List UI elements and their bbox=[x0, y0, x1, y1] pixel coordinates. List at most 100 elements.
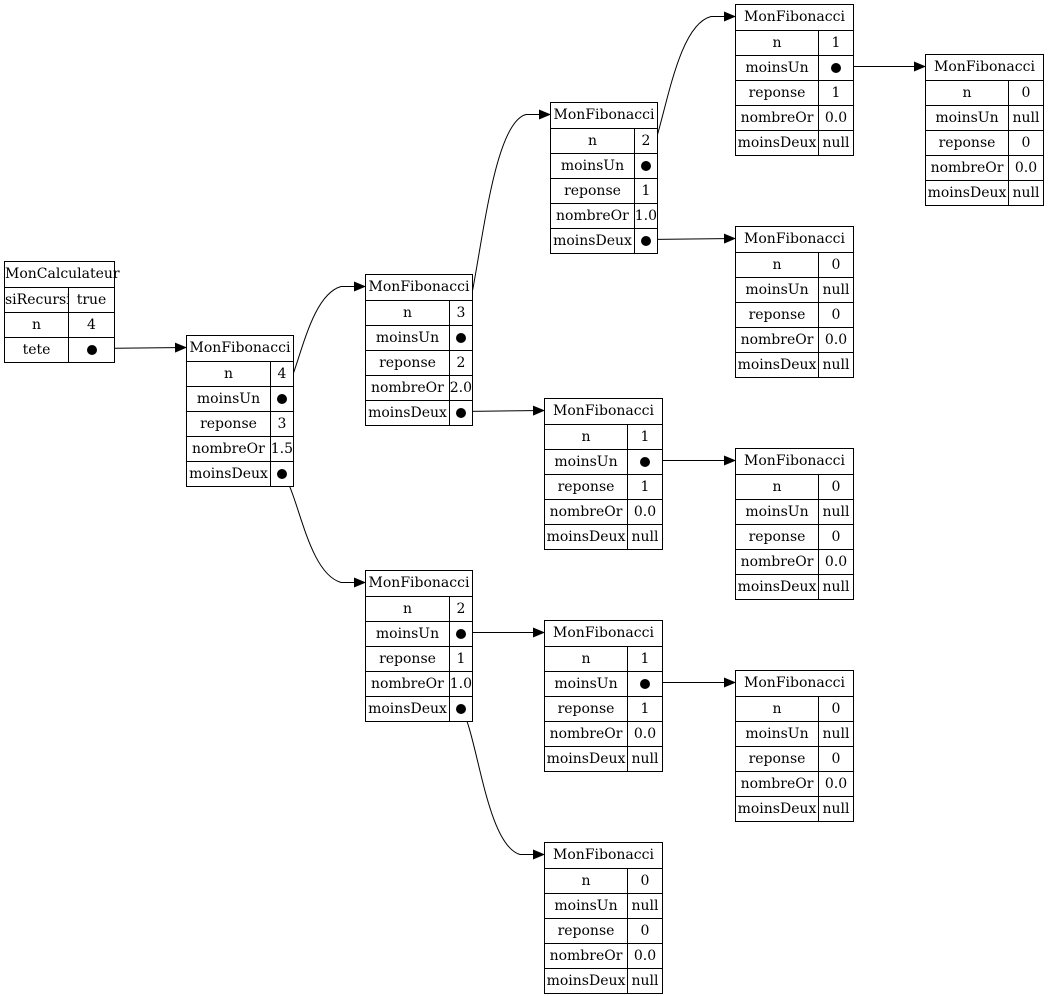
field-label: nombreOr bbox=[187, 437, 271, 461]
field-label: n bbox=[736, 475, 819, 499]
reference-arrow bbox=[460, 109, 551, 337]
field-label: n bbox=[545, 425, 628, 449]
field-label: nombreOr bbox=[736, 328, 819, 352]
pointer-dot-icon bbox=[831, 63, 841, 73]
field-label: moinsUn bbox=[187, 387, 271, 411]
field-label: reponse bbox=[736, 525, 819, 549]
reference-port bbox=[628, 450, 662, 474]
field-value: 0 bbox=[831, 529, 841, 545]
pointer-dot-icon bbox=[456, 704, 466, 714]
node-title: MonFibonacci bbox=[553, 625, 654, 641]
field-label: siRecursif bbox=[5, 288, 69, 312]
field-label: n bbox=[366, 597, 450, 621]
field-row-moinsdeux: moinsDeux bbox=[187, 461, 293, 486]
field-value: 1.5 bbox=[270, 441, 293, 457]
node-title: MonFibonacci bbox=[744, 453, 845, 469]
field-label: n bbox=[736, 697, 819, 721]
field-label: reponse bbox=[545, 475, 628, 499]
field-row-moinsdeux: moinsDeux bbox=[551, 228, 657, 253]
pointer-dot-icon bbox=[86, 345, 97, 355]
pointer-dot-icon bbox=[456, 333, 466, 343]
field-label: moinsUn bbox=[545, 672, 628, 696]
field-label: nombreOr bbox=[366, 376, 450, 400]
reference-port bbox=[819, 56, 853, 80]
field-value: null bbox=[631, 751, 659, 767]
field-value: 0 bbox=[831, 751, 841, 767]
field-row-nombreor: nombreOr 0.0 bbox=[545, 499, 662, 524]
field-row-tete: tete bbox=[5, 337, 114, 362]
field-label: reponse bbox=[187, 412, 271, 436]
field-value: 0.0 bbox=[824, 554, 848, 570]
field-value: 1 bbox=[640, 429, 650, 445]
node-title: MonFibonacci bbox=[553, 847, 654, 863]
field-label: moinsUn bbox=[736, 722, 819, 746]
field-value: 2 bbox=[641, 133, 651, 149]
field-value: 0 bbox=[831, 257, 841, 273]
field-value: 1 bbox=[640, 651, 650, 667]
field-label: moinsUn bbox=[736, 56, 819, 80]
field-label: moinsDeux bbox=[366, 401, 450, 425]
field-value: 0 bbox=[831, 701, 841, 717]
field-label: moinsDeux bbox=[366, 697, 450, 721]
pointer-dot-icon bbox=[640, 679, 650, 689]
field-value: null bbox=[631, 529, 659, 545]
field-label: nombreOr bbox=[551, 204, 635, 228]
field-label: n bbox=[736, 31, 819, 55]
field-row-moinsdeux: moinsDeux bbox=[366, 400, 472, 425]
reference-port bbox=[69, 338, 114, 362]
field-value: 1 bbox=[831, 85, 841, 101]
field-value: 0 bbox=[831, 307, 841, 323]
field-row-reponse: reponse 3 bbox=[187, 411, 293, 436]
field-label: nombreOr bbox=[736, 550, 819, 574]
pointer-dot-icon bbox=[641, 161, 651, 171]
field-value: 1.0 bbox=[449, 676, 472, 692]
field-row-moinsun: moinsUn bbox=[545, 671, 662, 696]
reference-port bbox=[450, 622, 472, 646]
reference-port bbox=[635, 154, 657, 178]
field-label: nombreOr bbox=[545, 500, 628, 524]
node-title: MonFibonacci bbox=[553, 403, 654, 419]
field-value: 0.0 bbox=[824, 332, 848, 348]
field-value: 0 bbox=[1021, 135, 1031, 151]
field-value: 3 bbox=[277, 416, 287, 432]
field-label: nombreOr bbox=[545, 944, 628, 968]
field-label: reponse bbox=[736, 81, 819, 105]
field-label: moinsUn bbox=[551, 154, 635, 178]
field-row-moinsun: moinsUn bbox=[366, 325, 472, 350]
field-label: moinsDeux bbox=[545, 525, 628, 549]
pointer-dot-icon bbox=[277, 469, 287, 479]
field-value: 2 bbox=[456, 601, 466, 617]
field-label: moinsUn bbox=[545, 450, 628, 474]
field-value: null bbox=[822, 504, 850, 520]
field-label: moinsDeux bbox=[736, 353, 819, 377]
field-label: moinsDeux bbox=[545, 969, 628, 993]
field-label: n bbox=[545, 869, 628, 893]
field-value: null bbox=[822, 135, 850, 151]
field-row-moinsun: moinsUn bbox=[366, 621, 472, 646]
field-value: 0.0 bbox=[633, 504, 657, 520]
field-label: nombreOr bbox=[545, 722, 628, 746]
field-row-moinsun: moinsUn bbox=[187, 386, 293, 411]
field-row-nombreor: nombreOr 0.0 bbox=[736, 327, 853, 352]
